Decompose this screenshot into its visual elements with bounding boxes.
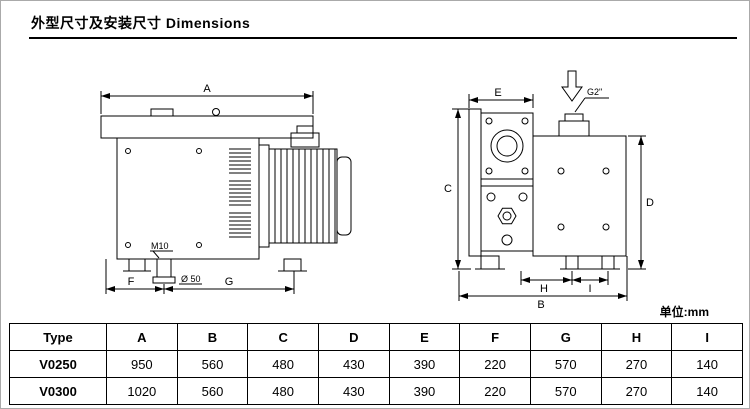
model-name: V0250 <box>9 350 107 378</box>
pump-body-end <box>532 135 627 257</box>
g2-callout: G2" <box>574 87 609 113</box>
column-header-a: A <box>106 323 178 351</box>
value-cell: 1020 <box>106 377 178 405</box>
m10-callout: M10 <box>150 241 173 259</box>
feet <box>123 258 307 272</box>
dim-H: H <box>520 271 573 295</box>
value-cell: 480 <box>247 350 319 378</box>
model-name: V0300 <box>9 377 107 405</box>
inlet-flow-arrow <box>561 70 583 102</box>
dim-label-f: F <box>128 276 135 288</box>
value-cell: 140 <box>671 377 743 405</box>
service-panel <box>480 185 534 252</box>
column-header-e: E <box>388 323 461 351</box>
value-cell: 430 <box>317 377 390 405</box>
side-view-drawing: A <box>100 83 352 294</box>
dim-G: G <box>164 271 295 294</box>
feet <box>475 255 620 270</box>
dim-I: I <box>572 271 609 295</box>
value-cell: 480 <box>247 377 319 405</box>
dim-E: E <box>468 87 534 108</box>
drain-port <box>152 259 176 284</box>
value-cell: 140 <box>671 350 743 378</box>
inlet-port <box>558 113 590 137</box>
dim-label-a: A <box>203 83 211 95</box>
column-header-c: C <box>247 323 319 351</box>
value-cell: 220 <box>459 377 531 405</box>
dim-C: C <box>444 108 471 270</box>
table-header-row: Type A B C D E F G H I <box>9 323 743 351</box>
column-header-b: B <box>176 323 249 351</box>
dim-label-d: D <box>646 197 654 209</box>
value-cell: 560 <box>176 377 249 405</box>
dim-label-g: G <box>225 276 234 288</box>
d50-callout: Ø 50 <box>179 274 202 285</box>
value-cell: 270 <box>600 377 673 405</box>
dim-B: B <box>458 256 628 311</box>
dim-F: F <box>105 259 165 294</box>
value-cell: 950 <box>106 350 178 378</box>
value-cell: 390 <box>388 350 461 378</box>
dim-D: D <box>628 135 654 270</box>
dim-label-e: E <box>494 87 501 99</box>
value-cell: 430 <box>317 350 390 378</box>
end-view-drawing: G2" E C D <box>444 70 654 311</box>
column-header-d: D <box>317 323 390 351</box>
flange-plate <box>468 108 534 257</box>
dim-label-c: C <box>444 183 452 195</box>
dim-label-h: H <box>540 283 548 295</box>
table-row-v0300: V0300 1020 560 480 430 390 220 570 270 1… <box>9 377 743 405</box>
column-header-h: H <box>600 323 673 351</box>
d50-label: Ø 50 <box>181 274 201 284</box>
dimensions-table: Type A B C D E F G H I V0250 950 560 480… <box>9 323 743 405</box>
title-rule <box>29 37 737 39</box>
pump-body <box>116 137 260 260</box>
table-row-v0250: V0250 950 560 480 430 390 220 570 270 14… <box>9 350 743 378</box>
column-header-f: F <box>459 323 531 351</box>
dim-label-b: B <box>537 299 544 311</box>
column-header-i: I <box>671 323 743 351</box>
unit-label: 单位:mm <box>659 305 709 319</box>
value-cell: 390 <box>388 377 461 405</box>
dim-A: A <box>100 83 314 114</box>
pump-top-plate <box>100 108 314 139</box>
m10-label: M10 <box>151 241 169 251</box>
column-header-type: Type <box>9 323 107 351</box>
motor <box>258 125 352 248</box>
dim-label-i: I <box>588 283 591 295</box>
page-title: 外型尺寸及安装尺寸 Dimensions <box>31 15 251 31</box>
value-cell: 560 <box>176 350 249 378</box>
g2-label: G2" <box>587 87 602 97</box>
value-cell: 220 <box>459 350 531 378</box>
value-cell: 570 <box>529 377 602 405</box>
column-header-g: G <box>529 323 602 351</box>
value-cell: 270 <box>600 350 673 378</box>
vent-grilles <box>229 148 251 238</box>
value-cell: 570 <box>529 350 602 378</box>
